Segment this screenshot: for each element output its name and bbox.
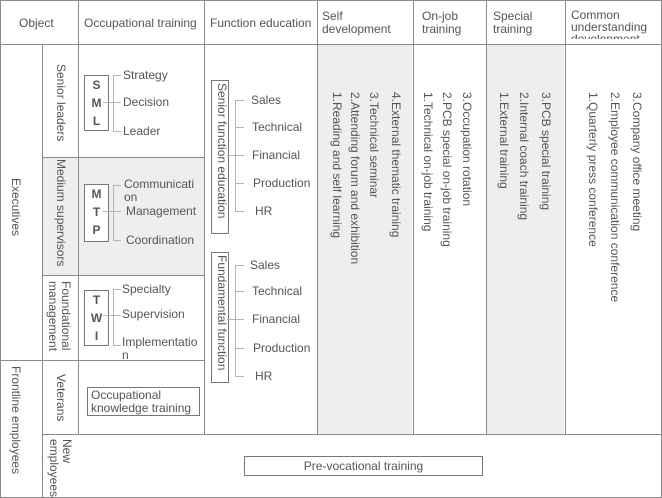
sml-item: Strategy bbox=[123, 68, 168, 82]
header-special-training: Special training bbox=[493, 9, 533, 36]
mtp-item: Communication bbox=[124, 177, 195, 204]
object-medium-supervisors: Medium supervisors bbox=[54, 159, 68, 267]
connector-line bbox=[113, 75, 121, 76]
connector-line bbox=[235, 127, 244, 128]
on-job-training-item: 3.Occupation rotation bbox=[460, 92, 474, 207]
connector-line bbox=[113, 315, 121, 316]
occupational-knowledge-training-box: Occupational knowledge training bbox=[87, 387, 200, 416]
grid-line bbox=[317, 0, 318, 434]
twi-box: TWI bbox=[84, 290, 109, 346]
object-senior-leaders: Senior leaders bbox=[54, 64, 68, 142]
object-veterans: Veterans bbox=[54, 374, 68, 422]
shade-self-development bbox=[318, 45, 412, 434]
connector-line bbox=[113, 211, 121, 212]
grid-line bbox=[204, 0, 205, 434]
senior-function-item: Technical bbox=[252, 120, 303, 134]
header-occupational-training: Occupational training bbox=[84, 16, 197, 30]
object-frontline-employees: Frontline employees bbox=[9, 366, 23, 475]
special-training-item: 2.Internal coach training bbox=[517, 92, 531, 221]
connector-line bbox=[113, 102, 121, 103]
connector-line bbox=[113, 185, 121, 186]
connector-line bbox=[235, 183, 244, 184]
fundamental-function-item: Technical bbox=[252, 284, 303, 298]
on-job-training-item: 1.Technical on-job training bbox=[421, 92, 435, 232]
connector-line bbox=[113, 289, 114, 345]
connector-line bbox=[227, 319, 235, 320]
grid-line bbox=[0, 44, 662, 45]
header-object: Object bbox=[19, 16, 54, 30]
senior-function-item: Sales bbox=[251, 93, 282, 107]
grid-line bbox=[42, 44, 43, 498]
sml-box: SML bbox=[84, 75, 109, 131]
header-on-job-training: On-job training bbox=[422, 9, 462, 36]
connector-line bbox=[113, 185, 114, 240]
sml-item: Leader bbox=[123, 124, 161, 138]
connector-line bbox=[113, 240, 121, 241]
connector-line bbox=[103, 315, 113, 316]
shade-medium-supervisors bbox=[42, 157, 204, 275]
object-new-employees: New employees bbox=[47, 439, 74, 498]
fundamental-function-item: Sales bbox=[250, 258, 281, 272]
common-understanding-item: 3.Company office meeting bbox=[630, 92, 644, 232]
grid-line bbox=[0, 0, 662, 1]
grid-line bbox=[42, 275, 204, 276]
mtp-item: Management bbox=[126, 204, 197, 218]
connector-line bbox=[235, 291, 244, 292]
twi-item: Specialty bbox=[122, 282, 171, 296]
common-understanding-item: 1.Quarterly press conference bbox=[586, 92, 600, 247]
connector-line bbox=[235, 265, 244, 266]
connector-line bbox=[235, 265, 236, 376]
senior-function-education-box: Senior function education bbox=[211, 80, 229, 234]
header-common-understanding: Common understanding development bbox=[571, 9, 648, 39]
grid-line bbox=[486, 0, 487, 434]
senior-function-item: HR bbox=[255, 204, 273, 218]
object-foundational-management: Foundational management bbox=[46, 281, 73, 352]
grid-line bbox=[78, 0, 79, 434]
self-development-item: 1.Reading and self learning bbox=[330, 92, 344, 239]
grid-line bbox=[565, 0, 566, 434]
self-development-item: 2.Attending forum and exhibition bbox=[348, 92, 362, 265]
senior-function-item: Financial bbox=[252, 148, 301, 162]
shade-special-training bbox=[487, 45, 564, 434]
grid-line bbox=[42, 434, 662, 435]
object-executives: Executives bbox=[9, 178, 23, 237]
connector-line bbox=[235, 211, 244, 212]
connector-line bbox=[103, 211, 113, 212]
connector-line bbox=[113, 75, 114, 131]
grid-line bbox=[42, 157, 204, 158]
header-self-development: Self development bbox=[322, 9, 391, 36]
pre-vocational-training-box: Pre-vocational training bbox=[244, 456, 483, 476]
on-job-training-item: 2.PCB special on-job training bbox=[440, 92, 454, 247]
connector-line bbox=[235, 348, 244, 349]
sml-item: Decision bbox=[123, 95, 170, 109]
senior-function-item: Production bbox=[253, 176, 311, 190]
connector-line bbox=[103, 102, 113, 103]
connector-line bbox=[113, 345, 121, 346]
fundamental-function-box: Fundamental function bbox=[211, 252, 229, 383]
grid-line bbox=[0, 0, 1, 498]
connector-line bbox=[113, 131, 121, 132]
mtp-item: Coordination bbox=[126, 233, 195, 247]
grid-line bbox=[413, 0, 414, 434]
self-development-item: 3.Technical seminar bbox=[367, 92, 381, 199]
self-development-item: 4.External thematic training bbox=[389, 92, 403, 238]
connector-line bbox=[235, 376, 244, 377]
connector-line bbox=[235, 155, 244, 156]
connector-line bbox=[113, 289, 121, 290]
fundamental-function-item: Production bbox=[253, 341, 311, 355]
special-training-item: 3.PCB special training bbox=[539, 92, 553, 211]
twi-item: Supervision bbox=[122, 307, 185, 321]
grid-line bbox=[0, 360, 204, 361]
connector-line bbox=[235, 319, 244, 320]
connector-line bbox=[227, 155, 235, 156]
header-function-education: Function education bbox=[210, 16, 312, 30]
common-understanding-item: 2.Employee communication conference bbox=[608, 92, 622, 303]
connector-line bbox=[235, 100, 244, 101]
special-training-item: 1.External training bbox=[497, 92, 511, 189]
mtp-box: MTP bbox=[84, 184, 109, 242]
fundamental-function-item: Financial bbox=[252, 312, 301, 326]
fundamental-function-item: HR bbox=[255, 369, 273, 383]
twi-item: Implementation bbox=[122, 335, 198, 362]
